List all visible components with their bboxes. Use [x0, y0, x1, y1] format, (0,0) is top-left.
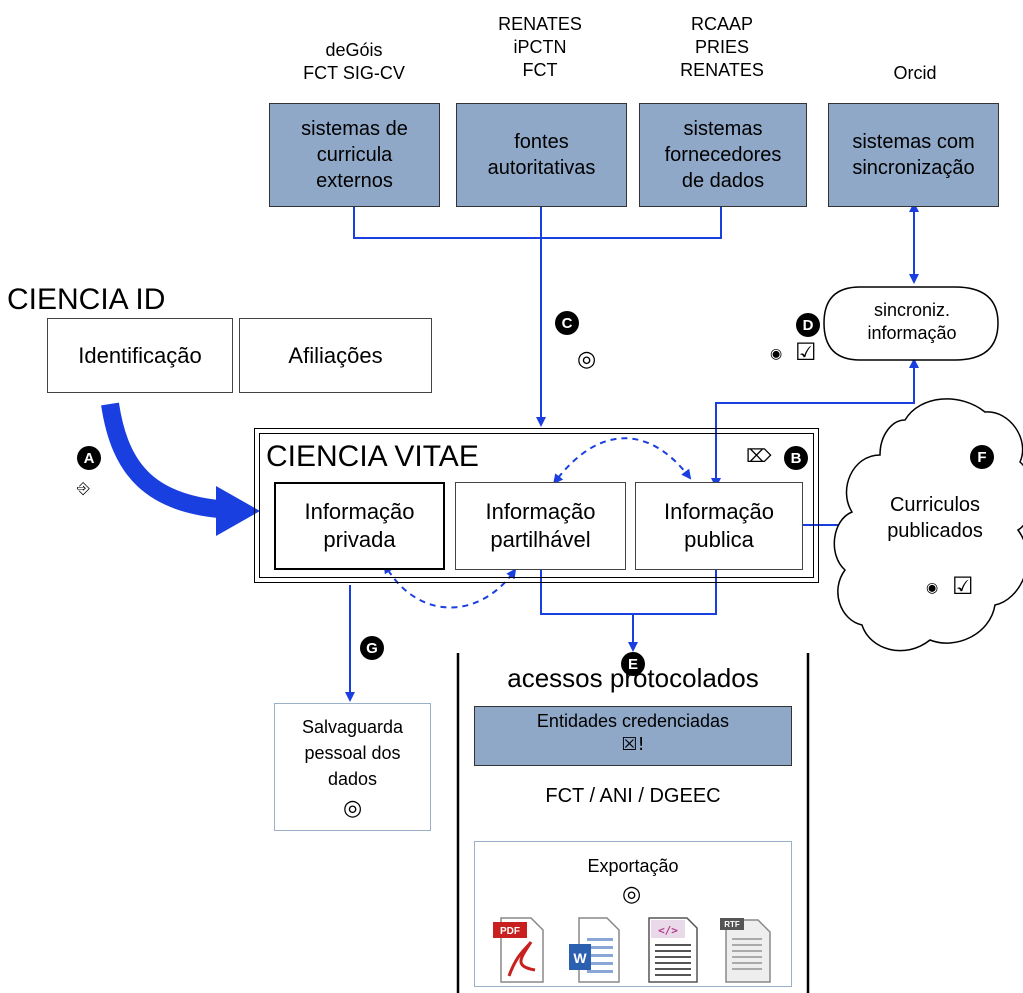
- source-box-autoritativas: fontes autoritativas: [456, 103, 627, 207]
- identificacao-arrow: [101, 402, 231, 519]
- marker-d: D: [796, 313, 820, 337]
- source-label-2: RCAAP PRIES RENATES: [680, 14, 764, 80]
- info-partilhavel-box: Informação partilhável: [455, 482, 626, 570]
- salvaguarda-text: Salvaguarda pessoal dos dados: [301, 717, 404, 789]
- identificacao-box: Identificação: [47, 318, 233, 393]
- ciencia-id-title: CIENCIA ID: [7, 283, 166, 316]
- entidades-label: Entidades credenciadas: [536, 711, 730, 731]
- pdf-icon-graphic: PDF: [493, 917, 544, 983]
- bullseye-icon-c: ◎: [577, 347, 597, 372]
- info-publica-box: Informação publica: [635, 482, 803, 570]
- radio-icon-f: ◉: [926, 580, 939, 596]
- publica-sync-arrow: [711, 358, 919, 488]
- source-label-3: Orcid: [893, 63, 937, 83]
- acessos-title: acessos protocolados: [507, 663, 759, 693]
- identificacao-arrowhead: [216, 486, 260, 536]
- rtf-icon[interactable]: RTF: [718, 914, 774, 984]
- acessos-bracket: [540, 570, 717, 615]
- arrow-a-icon: ⎆: [77, 478, 90, 497]
- salvaguarda-box: Salvaguarda pessoal dos dados ◎: [274, 703, 431, 831]
- word-icon[interactable]: W: [567, 914, 623, 984]
- marker-g: G: [360, 636, 384, 660]
- ciencia-vitae-title: CIENCIA VITAE: [266, 440, 479, 473]
- ciencia-vitae-frame: [254, 428, 819, 583]
- dashed-bottom-arrow: [383, 563, 517, 609]
- exportacao-label: Exportação: [587, 856, 679, 876]
- bullseye-icon-g: ◎: [343, 796, 363, 821]
- sync-text: sincroniz. informação: [867, 300, 957, 343]
- marker-f: F: [970, 445, 994, 469]
- source-box-sincronizacao: sistemas com sincronização: [828, 103, 999, 207]
- radio-icon-d: ◉: [770, 346, 783, 362]
- sources-bracket: [353, 207, 722, 239]
- marker-a: A: [77, 446, 101, 470]
- code-tag: </>: [658, 924, 678, 937]
- source-label-0: deGóis FCT SIG-CV: [303, 40, 405, 83]
- check-icon-d: ☑: [795, 338, 817, 366]
- sync-bubble: [823, 286, 999, 361]
- word-icon-graphic: W: [569, 917, 620, 983]
- info-privada-box: Informação privada: [274, 482, 445, 570]
- tag-icon-b: ⌦: [746, 446, 772, 467]
- fct-ani-dgeec: FCT / ANI / DGEEC: [545, 785, 721, 807]
- afiliacoes-box: Afiliações: [239, 318, 432, 393]
- entidades-glyph-icon: ☒!: [621, 734, 645, 755]
- bullseye-icon-export: ◎: [622, 882, 642, 907]
- marker-c: C: [555, 311, 579, 335]
- rtf-icon-graphic: RTF: [720, 918, 771, 983]
- source-label-1: RENATES iPCTN FCT: [498, 14, 582, 80]
- dashed-top-arrow: [553, 437, 692, 485]
- ciencia-vitae-inner-frame: [259, 433, 814, 578]
- pdf-icon[interactable]: PDF: [491, 914, 547, 984]
- word-tag: W: [573, 950, 587, 966]
- entidades-box: Entidades credenciadas ☒!: [474, 706, 792, 766]
- code-file-icon-graphic: </>: [648, 917, 698, 983]
- check-icon-f: ☑: [952, 572, 974, 600]
- rtf-tag: RTF: [724, 920, 740, 929]
- source-box-fornecedores: sistemas fornecedores de dados: [639, 103, 807, 207]
- code-file-icon[interactable]: </>: [645, 914, 701, 984]
- exportacao-box: Exportação ◎: [474, 841, 792, 987]
- pdf-tag: PDF: [500, 926, 520, 937]
- marker-b: B: [784, 446, 808, 470]
- source-box-externos: sistemas de curricula externos: [269, 103, 440, 207]
- marker-e: E: [621, 652, 645, 676]
- cloud-text: Curriculos publicados: [887, 494, 983, 542]
